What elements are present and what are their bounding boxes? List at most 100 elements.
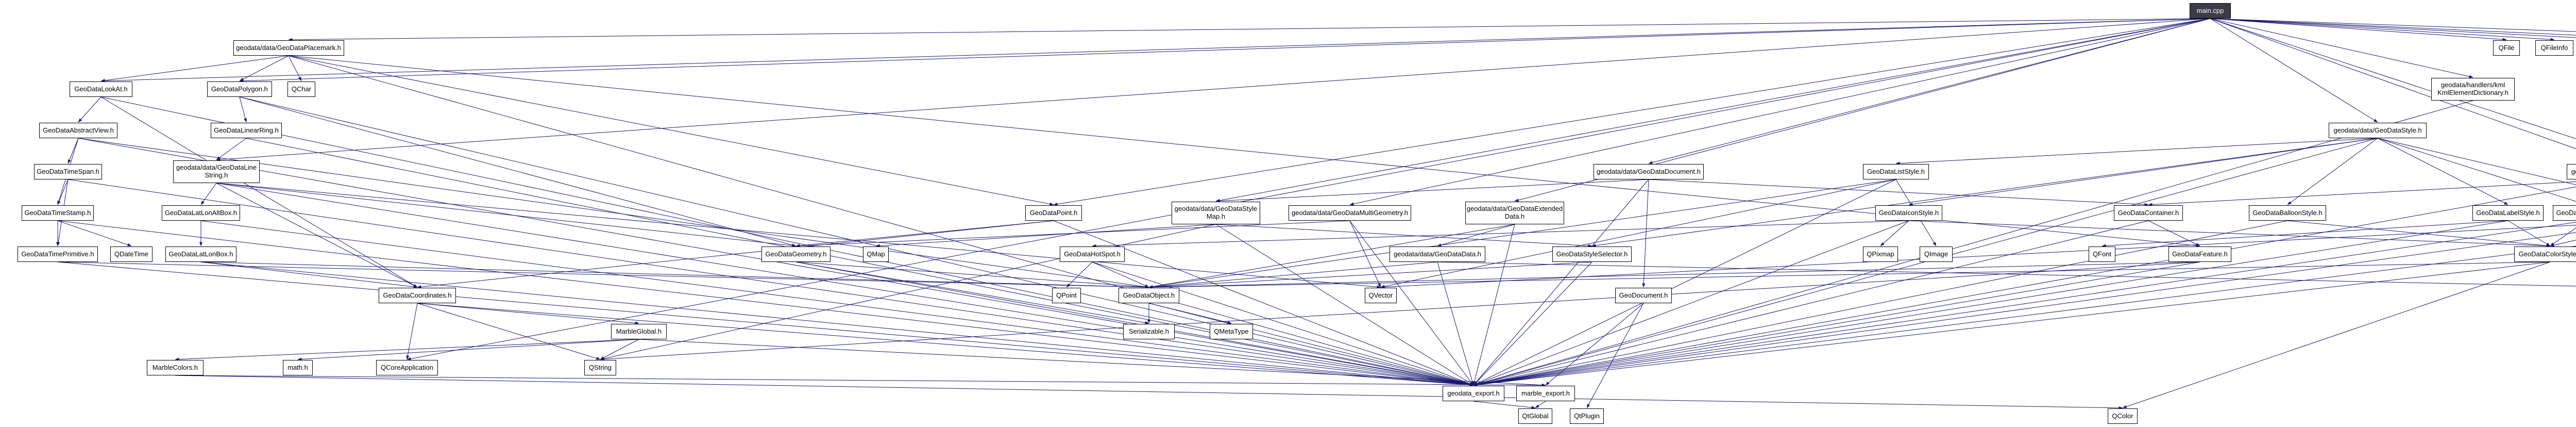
edge-container-to-geodata_export	[1473, 220, 2149, 386]
node-marblecolors[interactable]: MarbleColors.h	[147, 360, 204, 375]
edge-geodocument-to-qtplugin	[1586, 303, 1644, 408]
edge-iconstyle-to-hotspot	[1092, 220, 1909, 248]
edge-main-to-placemark	[288, 18, 2211, 41]
node-qtplugin[interactable]: QtPlugin	[1570, 408, 1604, 424]
edge-marble_export-to-qtglobal	[1535, 401, 1546, 408]
edge-marblecolors-to-marble_export	[175, 375, 1546, 387]
edge-timespan-to-geodata_export	[67, 179, 1474, 386]
edge-marbleglobal-to-marblecolors	[175, 339, 639, 361]
edge-main-to-polygon	[239, 18, 2211, 83]
edge-geometry-to-geodataobject	[795, 261, 1149, 289]
node-latlonbox[interactable]: GeoDataLatLonBox.h	[165, 247, 236, 262]
node-folder[interactable]: geodata/data/GeoDataFolder.h	[2567, 164, 2576, 179]
node-extendeddata[interactable]: geodata/data/GeoDataExtended Data.h	[1465, 202, 1564, 224]
node-qdatetime[interactable]: QDateTime	[110, 247, 152, 262]
edge-placemark-to-qchar	[288, 55, 302, 81]
edge-iconstyle-to-colorstyle	[1908, 220, 2551, 248]
node-multigeometry[interactable]: geodata/data/GeoDataMultiGeometry.h	[1289, 205, 1411, 221]
edge-main-to-stylemap	[1215, 18, 2211, 202]
node-qchar[interactable]: QChar	[287, 81, 315, 97]
node-style[interactable]: geodata/data/GeoDataStyle.h	[2329, 123, 2427, 138]
node-qimage[interactable]: QImage	[1920, 247, 1953, 262]
node-container[interactable]: GeoDataContainer.h	[2114, 205, 2183, 221]
edge-iconstyle-to-qpixmap	[1880, 220, 1909, 247]
edge-style-to-balloonstyle	[2287, 138, 2378, 205]
edge-datah-to-geodataobject	[1148, 261, 1438, 289]
node-qpixmap[interactable]: QPixmap	[1863, 247, 1898, 262]
node-timestamp[interactable]: GeoDataTimeStamp.h	[22, 205, 94, 221]
node-linestring[interactable]: geodata/data/GeoDataLine String.h	[173, 160, 260, 183]
node-qcoreapp[interactable]: QCoreApplication	[376, 360, 438, 375]
edge-feature-to-qstring	[600, 261, 2200, 361]
node-qfont[interactable]: QFont	[2089, 247, 2115, 262]
edge-balloonstyle-to-geodata_export	[1473, 220, 2288, 386]
node-geodataobject[interactable]: GeoDataObject.h	[1118, 288, 1179, 303]
edge-timestamp-to-qdatetime	[57, 220, 132, 247]
edge-polygon-to-geometry	[239, 96, 796, 247]
node-document[interactable]: geodata/data/GeoDataDocument.h	[1594, 164, 1704, 179]
node-abstractview[interactable]: GeoDataAbstractView.h	[39, 123, 117, 138]
edge-folder-to-container	[2148, 181, 2576, 206]
node-liststyle[interactable]: GeoDataListStyle.h	[1863, 164, 1929, 179]
node-datah[interactable]: geodata/data/GeoDataData.h	[1389, 247, 1485, 262]
node-lookat[interactable]: GeoDataLookAt.h	[70, 81, 132, 97]
node-colorstyle[interactable]: GeoDataColorStyle.h	[2514, 247, 2576, 262]
edge-marblecolors-to-qcolor	[175, 375, 2123, 409]
edge-colorstyle-to-geodataobject	[1148, 261, 2551, 289]
edge-marbleglobal-to-mathh	[297, 339, 639, 361]
edge-main-to-point	[1053, 18, 2211, 206]
edge-abstractview-to-timespan	[67, 138, 79, 164]
edge-main-to-kmldict	[2210, 18, 2473, 78]
node-iconstyle[interactable]: GeoDataIconStyle.h	[1875, 205, 1942, 221]
edge-main-to-geowriter	[2210, 18, 2576, 139]
node-labelstyle[interactable]: GeoDataLabelStyle.h	[2472, 205, 2544, 221]
edge-main-to-folder	[2210, 18, 2576, 150]
node-serializable[interactable]: Serializable.h	[1123, 324, 1175, 339]
edge-placemark-to-geodata_export	[288, 55, 1474, 386]
node-qstring[interactable]: QString	[584, 360, 616, 375]
node-qfileinfo[interactable]: QFileInfo	[2535, 40, 2573, 56]
node-coordinates[interactable]: GeoDataCoordinates.h	[379, 288, 456, 303]
node-stylemap[interactable]: geodata/data/GeoDataStyle Map.h	[1172, 202, 1260, 224]
node-mathh[interactable]: math.h	[283, 360, 313, 375]
node-polystyle[interactable]: GeoDataPolyStyle.h	[2553, 205, 2576, 221]
node-styleselector[interactable]: GeoDataStyleSelector.h	[1552, 247, 1632, 262]
node-geodocument[interactable]: GeoDocument.h	[1615, 288, 1672, 303]
node-kmldict[interactable]: geodata/handlers/kml KmlElementDictionar…	[2431, 78, 2515, 101]
node-qmetatype[interactable]: QMetaType	[1210, 324, 1253, 339]
node-placemark[interactable]: geodata/data/GeoDataPlacemark.h	[233, 40, 344, 56]
node-qfile[interactable]: QFile	[2493, 40, 2520, 56]
edge-hotspot-to-geodata_export	[1092, 261, 1474, 386]
edge-stylemap-to-qmap	[875, 224, 1216, 248]
node-latlonaltbox[interactable]: GeoDataLatLonAltBox.h	[162, 205, 240, 221]
edge-coordinates-to-qcoreapp	[406, 303, 418, 360]
edge-geodocument-to-marble_export	[1545, 303, 1644, 386]
node-linearring[interactable]: GeoDataLinearRing.h	[211, 123, 282, 138]
edge-placemark-to-polygon	[239, 55, 289, 81]
edge-style-to-linestyle	[2377, 138, 2576, 185]
edge-linearring-to-linestring	[216, 138, 247, 160]
edge-point-to-geometry	[795, 220, 1054, 248]
node-point[interactable]: GeoDataPoint.h	[1025, 205, 1082, 221]
node-hotspot[interactable]: GeoDataHotSpot.h	[1060, 247, 1125, 262]
node-qmap[interactable]: QMap	[863, 247, 889, 262]
edge-style-to-polystyle	[2377, 138, 2576, 202]
edge-multigeometry-to-geometry	[795, 220, 1350, 248]
node-qvector[interactable]: QVector	[1365, 288, 1397, 303]
node-timeprimitive[interactable]: GeoDataTimePrimitive.h	[18, 247, 98, 262]
node-timespan[interactable]: GeoDataTimeSpan.h	[34, 164, 102, 179]
node-qcolor[interactable]: QColor	[2108, 408, 2138, 424]
node-polygon[interactable]: GeoDataPolygon.h	[207, 81, 272, 97]
node-qpoint[interactable]: QPoint	[1052, 288, 1081, 303]
node-marble_export[interactable]: marble_export.h	[1516, 386, 1575, 401]
edge-coordinates-to-qstring	[417, 303, 601, 360]
node-marbleglobal[interactable]: MarbleGlobal.h	[611, 324, 667, 339]
node-feature[interactable]: GeoDataFeature.h	[2168, 247, 2231, 262]
edge-marbleglobal-to-marble_export	[638, 339, 1546, 387]
node-geodata_export[interactable]: geodata_export.h	[1443, 386, 1504, 401]
node-qtglobal[interactable]: QtGlobal	[1518, 408, 1552, 424]
node-geometry[interactable]: GeoDataGeometry.h	[761, 247, 831, 262]
edge-style-to-liststyle	[1895, 138, 2378, 165]
node-balloonstyle[interactable]: GeoDataBalloonStyle.h	[2249, 205, 2326, 221]
